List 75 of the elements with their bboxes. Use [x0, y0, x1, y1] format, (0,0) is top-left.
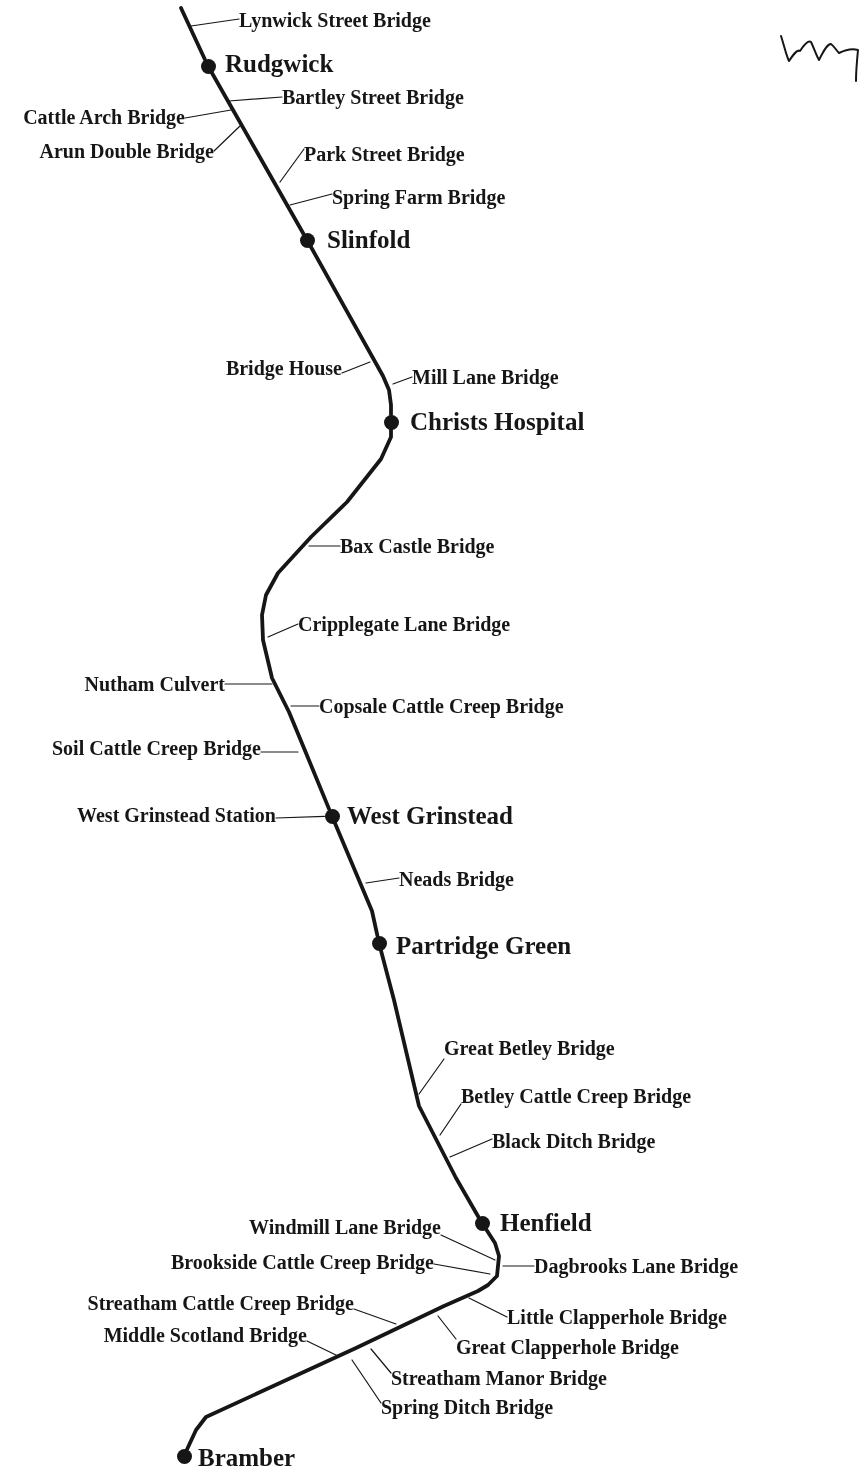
- station-dot-icon: [299, 232, 315, 248]
- structure-label: Middle Scotland Bridge: [103, 1324, 307, 1346]
- leader-line: [351, 1359, 382, 1404]
- leader-line: [353, 1308, 397, 1325]
- station-dot-icon: [176, 1448, 192, 1464]
- leader-line: [449, 1138, 493, 1158]
- structure-label: Soil Cattle Creep Bridge: [51, 737, 261, 759]
- structure-label: Streatham Cattle Creep Bridge: [87, 1292, 354, 1314]
- structure-label: Streatham Manor Bridge: [391, 1367, 607, 1389]
- structure-label: Neads Bridge: [399, 868, 514, 890]
- leader-line: [370, 1348, 392, 1374]
- leader-line: [289, 193, 333, 206]
- leader-line: [267, 623, 299, 638]
- structure-label: Dagbrooks Lane Bridge: [534, 1255, 739, 1277]
- structure-label: Cripplegate Lane Bridge: [298, 613, 511, 635]
- leader-line: [228, 96, 283, 102]
- station-name: Bramber: [198, 1444, 296, 1472]
- leader-line: [190, 18, 240, 27]
- structure-label: Brookside Cattle Creep Bridge: [170, 1251, 434, 1273]
- station-dot-icon: [371, 935, 387, 951]
- structure-label: Arun Double Bridge: [39, 140, 214, 162]
- structure-label: Great Clapperhole Bridge: [456, 1336, 679, 1358]
- structure-label: Windmill Lane Bridge: [249, 1216, 441, 1238]
- station-name: Henfield: [500, 1209, 592, 1237]
- structure-label: Black Ditch Bridge: [492, 1130, 656, 1152]
- railway-line: [260, 427, 393, 811]
- leader-line: [290, 705, 320, 707]
- leader-line: [502, 1265, 535, 1267]
- leader-line: [418, 1058, 445, 1095]
- station-name: Christs Hospital: [410, 408, 585, 436]
- station-name: Slinfold: [327, 226, 411, 254]
- leader-line: [184, 109, 232, 119]
- railway-line: [333, 821, 380, 938]
- leader-line: [392, 376, 413, 385]
- structure-label: Nutham Culvert: [84, 673, 225, 695]
- structure-label: Spring Ditch Bridge: [381, 1396, 554, 1418]
- structure-label: Cattle Arch Bridge: [23, 106, 185, 128]
- leader-line: [306, 1340, 339, 1357]
- station-dot-icon: [383, 414, 399, 430]
- structure-label: Great Betley Bridge: [444, 1037, 615, 1059]
- structure-label: Bartley Street Bridge: [282, 86, 464, 108]
- station-dot-icon: [474, 1215, 490, 1231]
- structure-label: Bridge House: [225, 357, 342, 379]
- leader-line: [365, 877, 400, 884]
- structure-label: Lynwick Street Bridge: [239, 9, 431, 31]
- railway-line: [379, 948, 481, 1219]
- leader-line: [468, 1297, 508, 1318]
- railway-line: [185, 1227, 501, 1452]
- leader-line: [279, 148, 305, 183]
- leader-line: [433, 1263, 491, 1275]
- leader-line: [224, 683, 273, 685]
- station-name: West Grinstead: [347, 802, 513, 830]
- leader-line: [341, 361, 371, 374]
- leader-line: [213, 125, 241, 152]
- station-dot-icon: [200, 58, 216, 74]
- railway-line: [209, 70, 306, 236]
- structure-label: Park Street Bridge: [304, 143, 465, 165]
- structure-label: Bax Castle Bridge: [340, 535, 495, 557]
- leader-line: [260, 751, 299, 753]
- structure-label: Betley Cattle Creep Bridge: [461, 1085, 692, 1107]
- leader-line: [308, 545, 341, 547]
- railway-line: [308, 244, 393, 417]
- structure-label: Little Clapperhole Bridge: [507, 1306, 727, 1328]
- station-name: Rudgwick: [225, 50, 334, 78]
- leader-line: [275, 815, 326, 819]
- station-name: Partridge Green: [396, 932, 572, 960]
- structure-label: Copsale Cattle Creep Bridge: [319, 695, 564, 717]
- leader-line: [437, 1315, 457, 1340]
- station-dot-icon: [324, 808, 340, 824]
- structure-label: Spring Farm Bridge: [332, 186, 506, 208]
- railway-line: [179, 6, 207, 62]
- leader-line: [440, 1234, 496, 1261]
- structure-label: West Grinstead Station: [77, 804, 276, 826]
- structure-label: Mill Lane Bridge: [412, 366, 559, 388]
- leader-line: [439, 1103, 462, 1136]
